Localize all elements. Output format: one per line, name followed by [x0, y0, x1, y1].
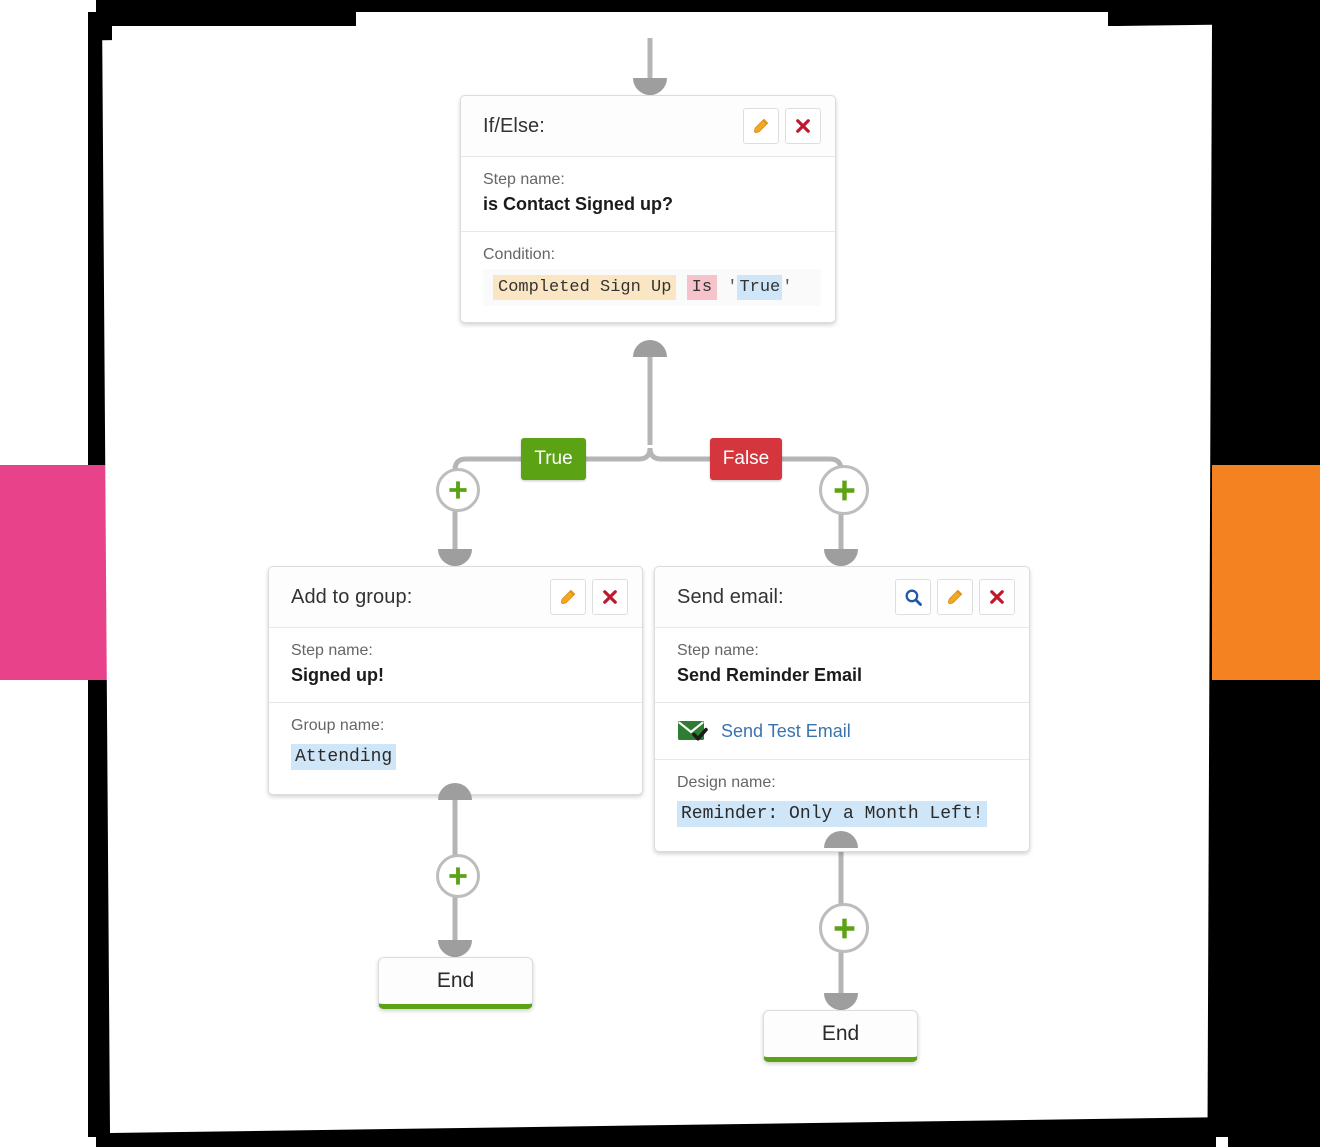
node-end-left[interactable]: End: [378, 957, 533, 1009]
condition-operator: Is: [686, 275, 718, 300]
design-name-value: Reminder: Only a Month Left!: [677, 801, 988, 827]
delete-button[interactable]: [592, 579, 628, 615]
preview-button[interactable]: [895, 579, 931, 615]
group-name-value: Attending: [291, 744, 397, 770]
sendemail-bottom-knob: [824, 831, 858, 848]
end-left-label: End: [436, 969, 475, 992]
send-email-test-section: Send Test Email: [655, 703, 1029, 760]
send-email-step-section: Step name: Send Reminder Email: [655, 628, 1029, 703]
if-else-header: If/Else:: [461, 96, 835, 157]
condition-label: Condition:: [483, 246, 556, 263]
edit-button[interactable]: [550, 579, 586, 615]
send-email-design-section: Design name: Reminder: Only a Month Left…: [655, 760, 1029, 851]
branch-true-label: True: [534, 448, 573, 469]
step-name-label: Step name:: [483, 171, 565, 188]
node-if-else[interactable]: If/Else: Step name: is Contact Signed up…: [460, 95, 836, 323]
node-send-email[interactable]: Send email:: [654, 566, 1030, 852]
if-else-step-section: Step name: is Contact Signed up?: [461, 157, 835, 232]
condition-expression: Completed Sign Up Is 'True': [483, 269, 821, 306]
step-name-value: is Contact Signed up?: [483, 194, 674, 214]
add-step-button-after-send-email[interactable]: [819, 903, 869, 953]
condition-field: Completed Sign Up: [493, 275, 677, 300]
edit-button[interactable]: [937, 579, 973, 615]
add-to-group-step-section: Step name: Signed up!: [269, 628, 642, 703]
add-step-button-false-branch[interactable]: [819, 465, 869, 515]
email-check-icon: [678, 721, 708, 741]
delete-button[interactable]: [979, 579, 1015, 615]
accent-block-orange: [1212, 465, 1320, 680]
ifelse-top-knob: [633, 78, 667, 95]
step-name-label: Step name:: [677, 642, 759, 659]
add-to-group-header: Add to group:: [269, 567, 642, 628]
edit-button[interactable]: [743, 108, 779, 144]
addgroup-bottom-knob: [438, 783, 472, 800]
end-right-top-knob: [824, 993, 858, 1010]
send-email-title: Send email:: [677, 585, 784, 608]
condition-value: True: [737, 275, 783, 300]
edit-icon: [753, 118, 769, 134]
end-left-top-knob: [438, 940, 472, 957]
sendemail-top-knob: [824, 549, 858, 566]
add-step-button-after-add-to-group[interactable]: [436, 854, 480, 898]
end-right-label: End: [821, 1022, 860, 1045]
close-icon: [603, 590, 617, 604]
node-add-to-group[interactable]: Add to group: Step name: Signed up!: [268, 566, 643, 795]
ifelse-bottom-knob: [633, 340, 667, 357]
accent-block-pink: [0, 465, 112, 680]
if-else-title: If/Else:: [483, 114, 545, 137]
group-name-label: Group name:: [291, 717, 385, 734]
frame-band-top-mid: [256, 0, 1108, 12]
step-name-value: Signed up!: [291, 665, 384, 685]
frame-band-top-far: [1228, 0, 1320, 12]
if-else-actions: [743, 108, 821, 144]
add-step-button-true-branch[interactable]: [436, 468, 480, 512]
branch-badge-false: False: [710, 438, 782, 480]
close-icon: [990, 590, 1004, 604]
step-name-value: Send Reminder Email: [677, 665, 863, 685]
addgroup-top-knob: [438, 549, 472, 566]
plus-icon: [449, 867, 467, 885]
node-end-right[interactable]: End: [763, 1010, 918, 1062]
branch-badge-true: True: [521, 438, 586, 480]
condition-open-quote: ': [727, 278, 738, 297]
plus-icon: [449, 481, 467, 499]
delete-button[interactable]: [785, 108, 821, 144]
send-test-email-link[interactable]: Send Test Email: [677, 719, 1015, 743]
design-name-label: Design name:: [677, 774, 776, 791]
edit-icon: [947, 589, 963, 605]
step-name-label: Step name:: [291, 642, 373, 659]
send-test-email-label: Send Test Email: [721, 720, 851, 741]
plus-icon: [834, 918, 854, 938]
add-to-group-group-section: Group name: Attending: [269, 703, 642, 794]
if-else-condition-section: Condition: Completed Sign Up Is 'True': [461, 232, 835, 322]
close-icon: [796, 119, 810, 133]
plus-icon: [834, 480, 854, 500]
search-icon: [905, 589, 922, 606]
add-to-group-actions: [550, 579, 628, 615]
add-to-group-title: Add to group:: [291, 585, 413, 608]
condition-close-quote: ': [782, 278, 793, 297]
edit-icon: [560, 589, 576, 605]
send-email-header: Send email:: [655, 567, 1029, 628]
branch-false-label: False: [722, 448, 770, 469]
send-email-actions: [895, 579, 1015, 615]
